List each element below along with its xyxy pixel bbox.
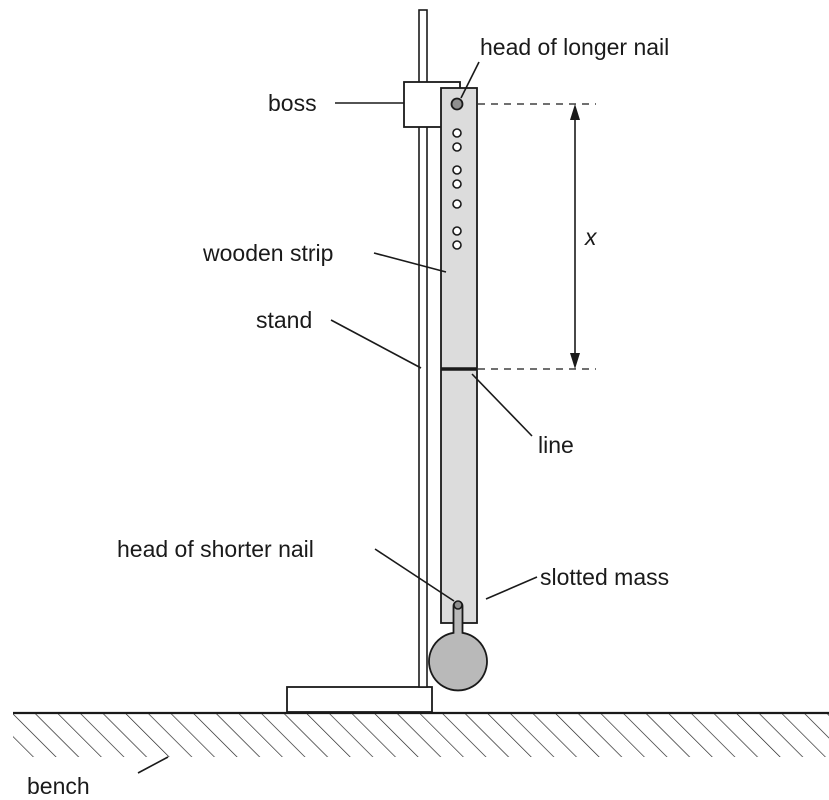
nail-hole [452,142,462,152]
stand-rod [418,9,428,688]
stand [286,9,433,713]
leader-bench [137,756,169,774]
nail-holes [452,128,462,250]
label-head-of-shorter-nail: head of shorter nail [117,536,314,562]
shorter-nail-head [453,600,463,610]
leader-wooden-strip [373,252,447,273]
nail-hole [452,226,462,236]
leader-lines [137,61,538,774]
nail-hole [452,165,462,175]
wooden-strip [440,87,478,624]
slotted-mass-body [428,600,488,692]
nail-hole [452,240,462,250]
label-slotted-mass: slotted mass [540,564,669,590]
leader-line [471,373,533,437]
bench-hatching [13,713,829,757]
nail-hole [452,128,462,138]
leader-head-longer-nail [460,61,480,99]
bench [13,711,829,757]
x-arrow-head-down [570,353,580,369]
measurement-x: x [478,103,598,370]
leader-head-shorter-nail [374,548,455,602]
labels: head of longer nail boss wooden strip st… [27,34,669,799]
nail-hole [452,199,462,209]
label-head-of-longer-nail: head of longer nail [480,34,669,60]
label-line: line [538,432,574,458]
leader-stand [330,319,422,369]
x-arrow-head-up [570,104,580,120]
stand-base [286,686,433,713]
x-label: x [584,224,598,250]
wooden-strip-body [440,87,478,624]
longer-nail-head [450,97,464,111]
slotted-mass [428,600,488,692]
leader-slotted-mass [485,576,538,600]
label-boss: boss [268,90,317,116]
label-bench: bench [27,773,90,799]
nail-hole [452,179,462,189]
label-stand: stand [256,307,312,333]
label-wooden-strip: wooden strip [202,240,333,266]
